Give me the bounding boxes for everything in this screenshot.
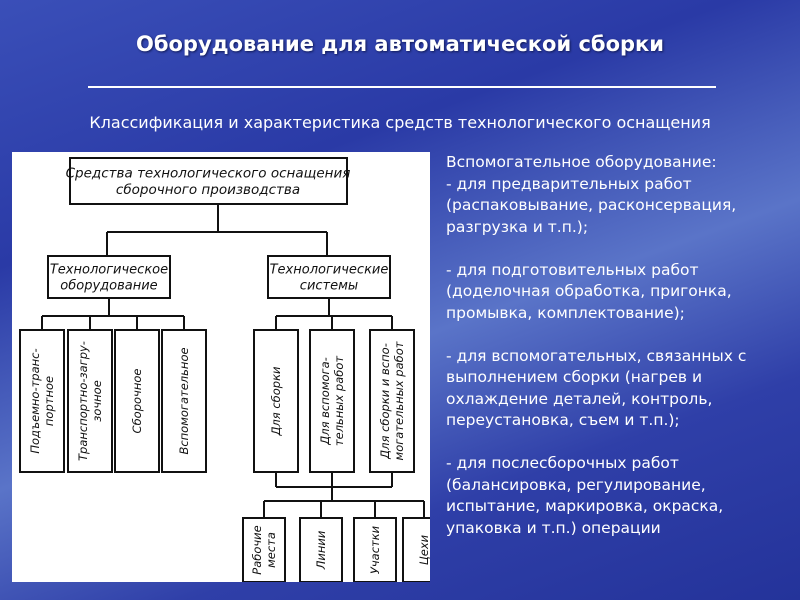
diagram-canvas: Средства технологического оснащениясборо… (19, 157, 430, 582)
bottom-1-label-line-1: Рабочие (250, 525, 264, 574)
auxiliary-item-2: - для подготовительных работ (доделочная… (446, 260, 732, 322)
bottom-4-label-line-1: Цехи (417, 534, 430, 565)
branch2-child-3-label-line-1: Для сборки и вспо- (378, 343, 392, 460)
branch2-child-2-label: Для вспомога-тельных работ (318, 356, 346, 446)
auxiliary-item-3: - для вспомогательных, связанных с выпол… (446, 346, 747, 430)
branch2-child-2-label-line-2: тельных работ (332, 356, 346, 446)
branch1-child-3-label: Сборочное (130, 369, 144, 434)
branch2-child-3-label-line-2: могательных работ (392, 341, 406, 460)
branch2-box (267, 255, 391, 299)
branch2-child-3-label: Для сборки и вспо-могательных работ (378, 341, 406, 460)
bottom-2-label-line-1: Линии (314, 530, 328, 570)
branch1-child-3-box (114, 329, 160, 473)
branch2-child-1-label: Для сборки (269, 366, 283, 437)
branch2-label-line-1: Технологические (270, 262, 389, 277)
branch2-child-2-label-line-1: Для вспомога- (318, 357, 332, 446)
branch2-child-1-label-line-1: Для сборки (269, 366, 283, 437)
title-underline (88, 86, 716, 88)
root-label-line-2: сборочного производства (116, 182, 300, 198)
bottom-4-label: Цехи (417, 534, 430, 565)
auxiliary-item-4: - для послесборочных работ (балансировка… (446, 454, 724, 537)
bottom-3-label-line-1: Участки (368, 525, 382, 574)
branch1-child-3-label-line-1: Сборочное (130, 369, 144, 434)
bottom-2-label: Линии (314, 530, 328, 570)
root-box (69, 157, 348, 205)
branch1-child-1-label: Подъемно-транс-портное (28, 348, 56, 453)
branch2-label-line-2: системы (300, 279, 358, 294)
branch1-child-1-label-line-1: Подъемно-транс- (28, 348, 42, 453)
branch1-child-4-box (161, 329, 207, 473)
branch1-label-line-1: Технологическое (50, 262, 168, 277)
bottom-3-label: Участки (368, 525, 382, 574)
bottom-4-box (402, 517, 430, 582)
auxiliary-equipment-text: Вспомогательное оборудование: - для пред… (446, 152, 786, 561)
branch1-child-2-label-line-2: зочное (90, 380, 104, 422)
auxiliary-heading: Вспомогательное оборудование: (446, 153, 717, 171)
branch1-child-2-label-line-1: Транспортно-загру- (76, 341, 90, 461)
branch1-child-4-label-line-1: Вспомогательное (177, 347, 191, 454)
bottom-1-box (242, 517, 286, 582)
bottom-3-box (353, 517, 397, 582)
branch1-child-1-label-line-2: портное (42, 376, 56, 426)
root-label-line-1: Средства технологического оснащения (66, 165, 351, 181)
branch1-child-4-label: Вспомогательное (177, 347, 191, 454)
branch1-child-2-label: Транспортно-загру-зочное (76, 341, 104, 461)
slide-subtitle: Классификация и характеристика средств т… (89, 113, 711, 132)
slide-title: Оборудование для автоматической сборки (135, 32, 665, 56)
auxiliary-item-1: - для предварительных работ (распаковыва… (446, 174, 737, 236)
bottom-2-box (299, 517, 343, 582)
branch1-child-1-box (19, 329, 65, 473)
bottom-1-label-line-2: места (264, 532, 278, 568)
branch2-child-1-box (253, 329, 299, 473)
branch1-label-line-2: оборудование (60, 279, 157, 294)
branch1-child-2-box (67, 329, 113, 473)
